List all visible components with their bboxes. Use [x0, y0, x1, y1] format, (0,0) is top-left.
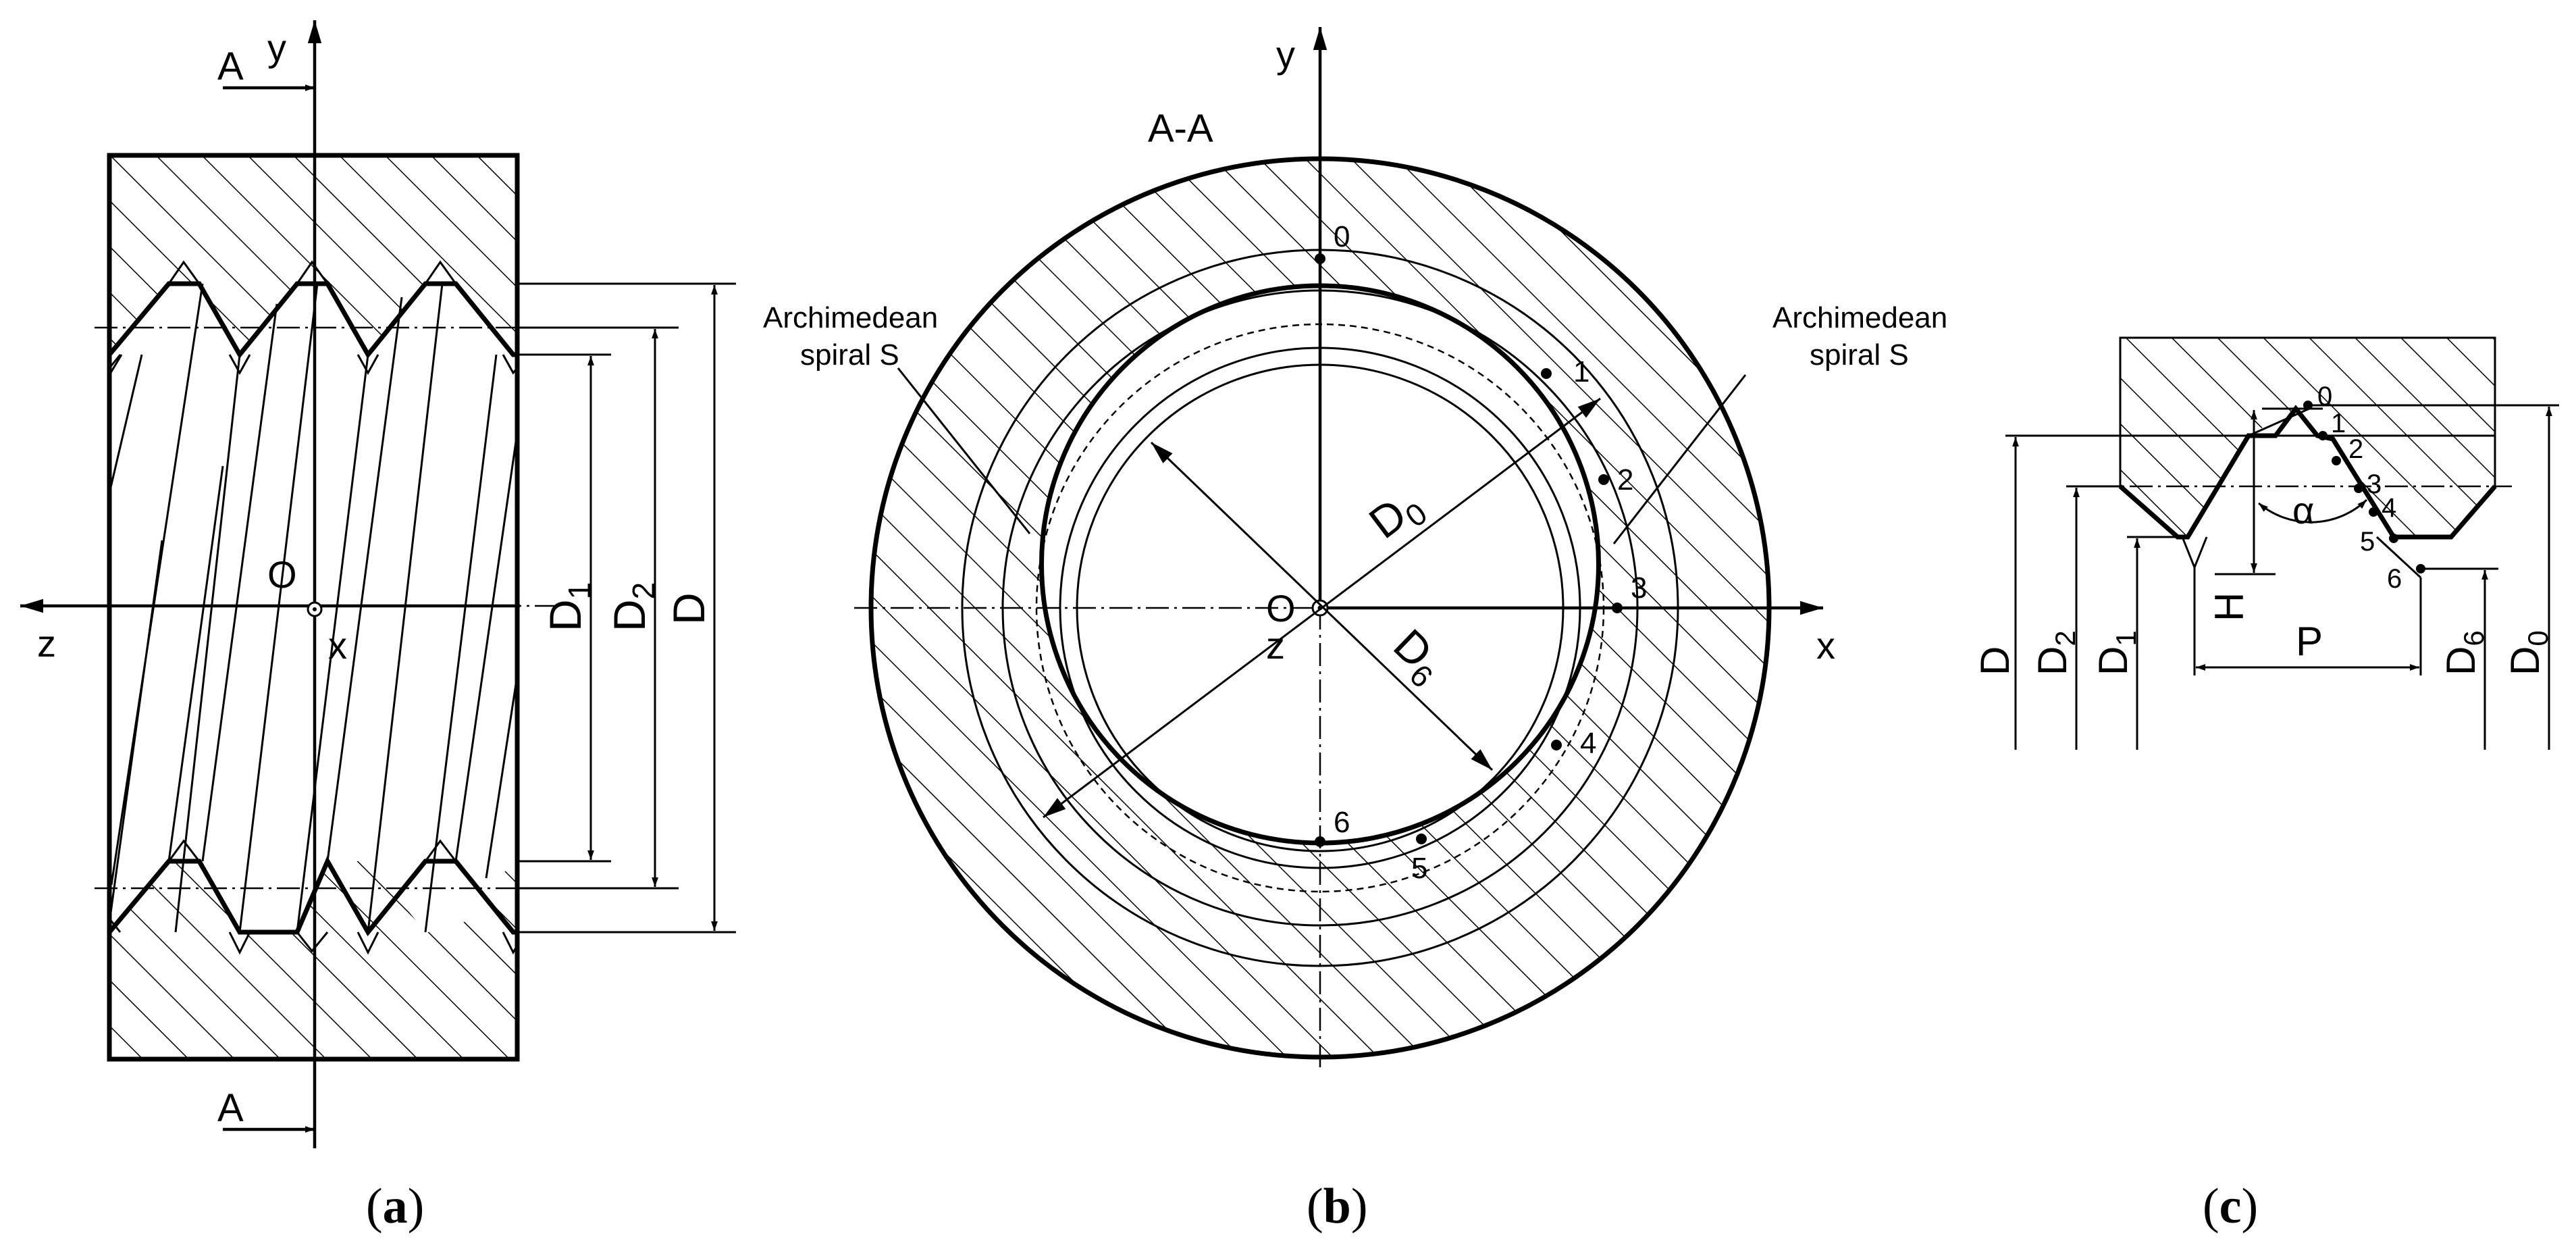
section-label-top: A	[217, 45, 244, 88]
height-label: H	[2207, 592, 2252, 621]
origin-label: O	[1266, 587, 1296, 630]
thread-sharp-bottom	[108, 839, 519, 955]
dimension-label-D: D	[664, 592, 714, 625]
spiral-label-right-line2: spiral S	[1810, 338, 1909, 372]
svg-text:H: H	[2207, 592, 2252, 621]
panel-a-longitudinal-section: y z x O A A D1 D2 D (a)	[20, 20, 736, 1234]
point-label-1: 1	[1573, 355, 1589, 388]
point-label-0: 0	[2317, 382, 2332, 411]
svg-text:D1: D1	[2091, 630, 2142, 675]
axis-label-y: y	[267, 26, 286, 69]
svg-text:D: D	[664, 592, 714, 625]
panel-c-thread-profile: 0 1 2 3 4 5 6 α H P D D2 D1	[1972, 336, 2559, 1234]
axis-label-y: y	[1276, 33, 1295, 76]
profile-top-block	[2119, 336, 2496, 437]
caption-c: (c)	[2203, 1179, 2258, 1234]
section-title: A-A	[1148, 107, 1213, 151]
spiral-label-left-line1: Archimedean	[763, 301, 938, 334]
svg-text:D2: D2	[604, 582, 661, 632]
dimension-label-D6: D6	[2438, 630, 2490, 675]
left-extension-lines	[2005, 434, 2178, 538]
angle-label: α	[2292, 489, 2314, 532]
thread-helix-lines	[109, 283, 517, 933]
dimension-label-D0: D0	[2502, 630, 2554, 675]
angle-arc	[2258, 498, 2368, 523]
axis-label-x: x	[328, 624, 347, 667]
svg-text:D6: D6	[2438, 630, 2490, 675]
point-label-2: 2	[2348, 434, 2363, 464]
dimension-label-D1: D1	[2091, 630, 2142, 675]
svg-text:D0: D0	[2502, 630, 2554, 675]
caption-a: (a)	[366, 1179, 424, 1234]
axis-label-x: x	[1816, 624, 1835, 667]
thread-sharp-top	[108, 260, 519, 376]
nut-body-hatched	[109, 155, 517, 1059]
point-label-6: 6	[1334, 806, 1350, 839]
point-label-3: 3	[2367, 469, 2382, 499]
origin-label: O	[267, 553, 297, 596]
point-label-1: 1	[2331, 409, 2346, 438]
section-label-bottom: A	[217, 1086, 244, 1130]
svg-text:D: D	[1972, 646, 2018, 675]
point-label-4: 4	[1580, 727, 1596, 760]
dimension-label-D: D	[1972, 646, 2018, 675]
dimension-extension-lines	[517, 282, 736, 934]
leader-spiral-right	[1612, 374, 1747, 544]
point-label-0: 0	[1334, 220, 1350, 253]
axis-label-z: z	[1266, 624, 1285, 667]
dimension-label-D1: D1	[540, 582, 597, 632]
point-label-4: 4	[2382, 493, 2396, 523]
spiral-points	[1315, 253, 1623, 847]
svg-text:D2: D2	[2030, 630, 2081, 675]
spiral-label-right-line1: Archimedean	[1772, 301, 1947, 334]
point-label-3: 3	[1631, 571, 1647, 605]
spiral-label-left-line2: spiral S	[800, 338, 899, 372]
point-label-2: 2	[1617, 463, 1633, 496]
thread-sharp-peaks-top	[108, 354, 123, 376]
dimension-label-D2: D2	[2030, 630, 2081, 675]
point-label-5: 5	[2360, 527, 2375, 557]
leader-spiral-left	[897, 367, 1031, 534]
right-extension-lines	[2309, 404, 2559, 570]
svg-text:D1: D1	[540, 582, 597, 632]
point-label-6: 6	[2387, 564, 2402, 594]
panel-b-cross-section: y x z O A-A D0 D6 Archimedean spiral S A…	[763, 27, 1947, 1234]
axis-label-z: z	[37, 622, 56, 665]
dimension-label-D2: D2	[604, 582, 661, 632]
caption-b: (b)	[1307, 1179, 1367, 1234]
pitch-label: P	[2296, 619, 2323, 664]
point-label-5: 5	[1411, 852, 1427, 885]
dimension-line-D6	[1150, 441, 1494, 771]
